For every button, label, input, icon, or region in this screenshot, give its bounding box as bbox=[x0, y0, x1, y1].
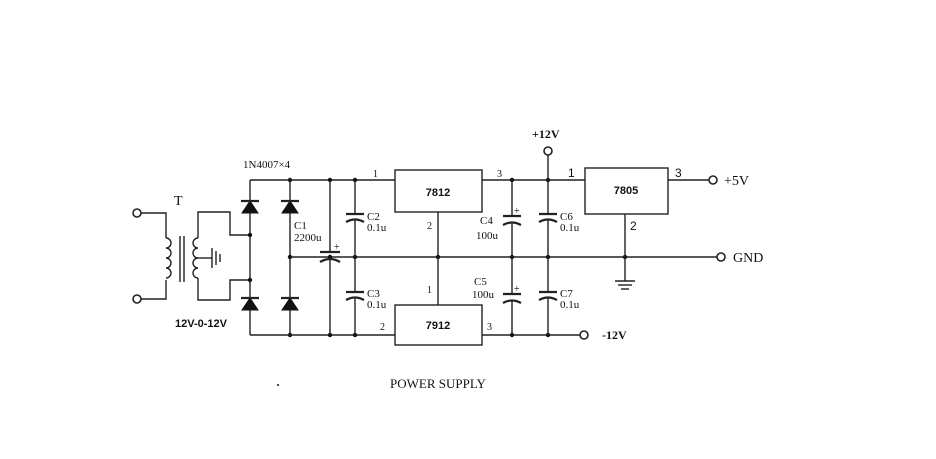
primary-lead-bottom bbox=[141, 280, 167, 300]
transformer-rating: 12V-0-12V bbox=[175, 318, 228, 330]
capacitor-c3: C3 0.1u bbox=[345, 257, 387, 335]
secondary-lead-top bbox=[197, 211, 250, 238]
primary-lead-top bbox=[141, 212, 167, 238]
gnd-label: GND bbox=[733, 251, 763, 266]
regulator-7805-body bbox=[584, 167, 669, 215]
c2-ref: C2 bbox=[367, 211, 380, 223]
plus5v-output: +5V bbox=[708, 174, 749, 189]
regulator-7912-name: 7912 bbox=[426, 320, 450, 332]
c1-ref: C1 bbox=[294, 220, 307, 232]
regulator-7805-pin-out: 3 bbox=[675, 166, 682, 180]
gnd-terminal[interactable] bbox=[716, 252, 726, 262]
c1-polarity-mark: + bbox=[334, 242, 340, 253]
diode-d3-icon bbox=[241, 296, 259, 311]
diode-d2-icon bbox=[281, 199, 299, 214]
earth-ground-icon bbox=[615, 257, 635, 290]
secondary-winding bbox=[192, 237, 199, 279]
plus12v-label: +12V bbox=[532, 127, 560, 141]
regulator-7805-name: 7805 bbox=[614, 185, 638, 197]
supply-rails bbox=[250, 177, 717, 338]
capacitor-c2: C2 0.1u bbox=[345, 180, 387, 257]
regulator-7812-name: 7812 bbox=[426, 187, 450, 199]
diode-d4-icon bbox=[281, 296, 299, 311]
regulator-7912: 7912 1 2 3 bbox=[380, 257, 492, 346]
regulator-7805: 7805 1 2 3 bbox=[568, 166, 709, 257]
minus12v-label: -12V bbox=[602, 328, 627, 342]
junction-dot bbox=[247, 277, 253, 283]
c4-polarity-mark: + bbox=[514, 206, 520, 217]
gnd-output: GND bbox=[716, 251, 763, 266]
c1-value: 2200u bbox=[294, 232, 322, 244]
c6-value: 0.1u bbox=[560, 222, 580, 234]
ac-input-terminal-top[interactable] bbox=[132, 208, 142, 218]
c5-ref: C5 bbox=[474, 276, 487, 288]
regulator-7805-pin-in: 1 bbox=[568, 166, 575, 180]
capacitor-c7: C7 0.1u bbox=[538, 257, 580, 335]
regulator-7912-pin-in: 2 bbox=[380, 322, 385, 333]
minus12v-output: -12V bbox=[579, 328, 627, 342]
regulator-7812-pin-in: 1 bbox=[373, 169, 378, 180]
capacitor-c1: C1 2200u + bbox=[294, 180, 341, 335]
junction-dot bbox=[247, 232, 253, 238]
c1-plate-bottom bbox=[319, 257, 341, 263]
transformer: T 12V-0-12V bbox=[132, 194, 250, 330]
c7-ref: C7 bbox=[560, 288, 573, 300]
regulator-7912-pin-gnd: 1 bbox=[427, 285, 432, 296]
minus12v-terminal[interactable] bbox=[579, 330, 589, 340]
regulator-7812-pin-gnd: 2 bbox=[427, 221, 432, 232]
regulator-7812: 7812 1 2 3 bbox=[373, 169, 502, 257]
regulator-7912-body bbox=[394, 304, 483, 346]
c5-polarity-mark: + bbox=[514, 284, 520, 295]
capacitor-c4: + C4 100u bbox=[476, 180, 522, 257]
transformer-ref: T bbox=[174, 194, 183, 209]
capacitor-c6: C6 0.1u bbox=[538, 180, 580, 257]
c3-ref: C3 bbox=[367, 288, 380, 300]
capacitor-c5: + C5 100u bbox=[472, 257, 522, 335]
c5-value: 100u bbox=[472, 289, 495, 301]
secondary-lead-bottom bbox=[197, 278, 250, 301]
regulator-7805-pin-gnd: 2 bbox=[630, 219, 637, 233]
ac-input-terminal-bottom[interactable] bbox=[132, 294, 142, 304]
primary-winding bbox=[165, 237, 172, 279]
c6-ref: C6 bbox=[560, 211, 573, 223]
plus5v-terminal[interactable] bbox=[708, 175, 718, 185]
bridge-rectifier: 1N4007×4 bbox=[241, 159, 299, 338]
plus5v-label: +5V bbox=[724, 174, 749, 189]
regulator-7912-pin-out: 3 bbox=[487, 322, 492, 333]
c4-ref: C4 bbox=[480, 215, 493, 227]
diagram-title: POWER SUPPLY bbox=[390, 376, 486, 391]
diodes-label: 1N4007×4 bbox=[243, 159, 291, 171]
diode-d1-icon bbox=[241, 199, 259, 214]
plus12v-output: +12V bbox=[532, 127, 560, 180]
c2-value: 0.1u bbox=[367, 222, 387, 234]
regulator-7812-pin-out: 3 bbox=[497, 169, 502, 180]
c7-value: 0.1u bbox=[560, 299, 580, 311]
center-tap-ground-icon bbox=[211, 248, 221, 268]
c3-value: 0.1u bbox=[367, 299, 387, 311]
plus12v-terminal[interactable] bbox=[543, 146, 553, 156]
c4-value: 100u bbox=[476, 230, 499, 242]
stray-mark bbox=[277, 384, 279, 386]
